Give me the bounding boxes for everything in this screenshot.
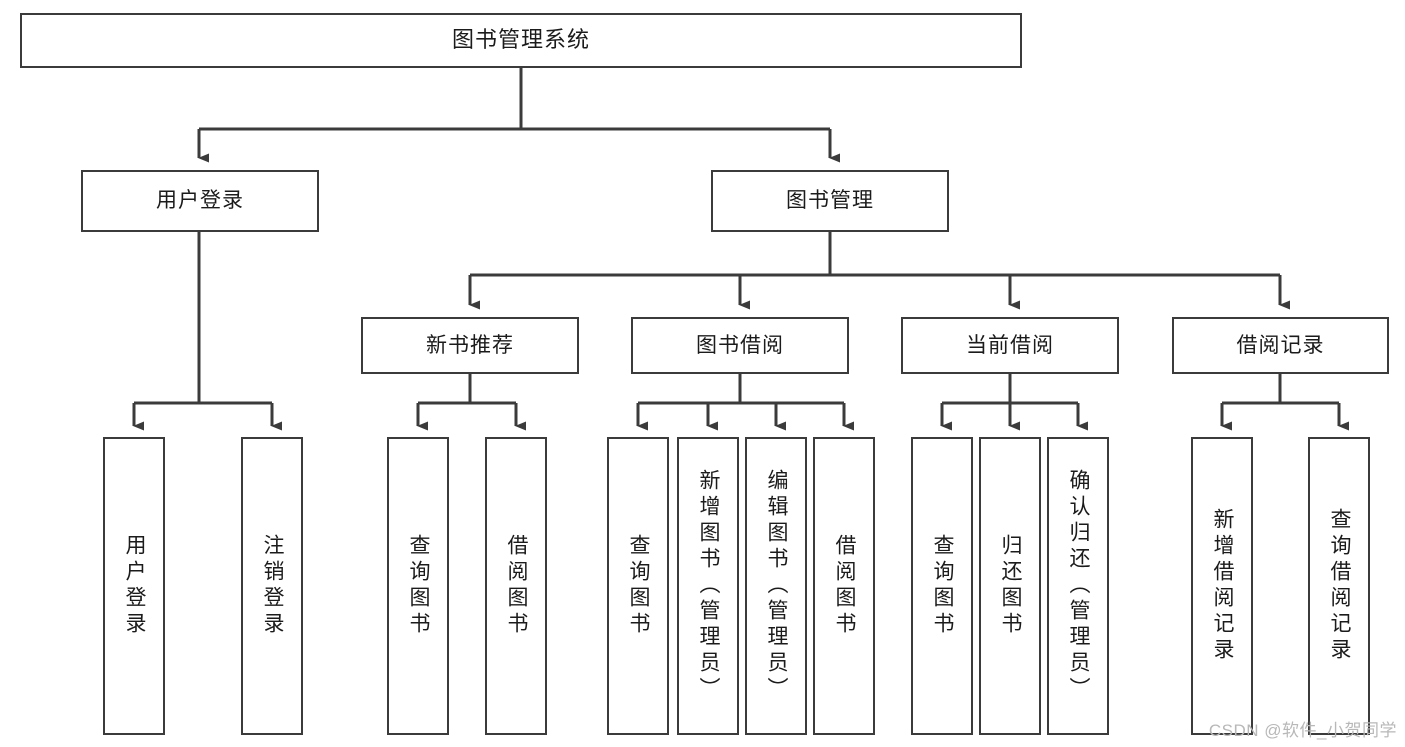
- leaf-label: 查询图书: [931, 534, 955, 638]
- leaf-label: 归还图书: [999, 534, 1023, 638]
- csdn-watermark: CSDN @软件_小贺同学: [1208, 721, 1397, 740]
- node-leaf-query-book-2[interactable]: 查询图书: [607, 437, 669, 735]
- node-book-management[interactable]: 图书管理: [711, 170, 949, 232]
- node-new-book-recommend[interactable]: 新书推荐: [361, 317, 579, 374]
- leaf-label: 新增图书（管理员）: [697, 469, 721, 703]
- node-leaf-borrow-book-2[interactable]: 借阅图书: [813, 437, 875, 735]
- node-leaf-confirm-return[interactable]: 确认归还（管理员）: [1047, 437, 1109, 735]
- node-book-borrow[interactable]: 图书借阅: [631, 317, 849, 374]
- node-user-login[interactable]: 用户登录: [81, 170, 319, 232]
- node-current-borrow[interactable]: 当前借阅: [901, 317, 1119, 374]
- leaf-label: 查询借阅记录: [1328, 508, 1352, 664]
- node-leaf-query-book-1[interactable]: 查询图书: [387, 437, 449, 735]
- leaf-label: 编辑图书（管理员）: [765, 469, 789, 703]
- node-leaf-add-book[interactable]: 新增图书（管理员）: [677, 437, 739, 735]
- leaf-label: 查询图书: [407, 534, 431, 638]
- node-leaf-query-book-3[interactable]: 查询图书: [911, 437, 973, 735]
- node-leaf-add-record[interactable]: 新增借阅记录: [1191, 437, 1253, 735]
- node-root-system[interactable]: 图书管理系统: [20, 13, 1022, 68]
- leaf-label: 确认归还（管理员）: [1067, 469, 1091, 703]
- node-leaf-logout-login[interactable]: 注销登录: [241, 437, 303, 735]
- node-borrow-record[interactable]: 借阅记录: [1172, 317, 1389, 374]
- node-leaf-user-login[interactable]: 用户登录: [103, 437, 165, 735]
- node-leaf-query-record[interactable]: 查询借阅记录: [1308, 437, 1370, 735]
- node-leaf-borrow-book-1[interactable]: 借阅图书: [485, 437, 547, 735]
- leaf-label: 新增借阅记录: [1211, 508, 1235, 664]
- leaf-label: 借阅图书: [833, 534, 857, 638]
- leaf-label: 用户登录: [123, 534, 147, 638]
- leaf-label: 查询图书: [627, 534, 651, 638]
- leaf-label: 借阅图书: [505, 534, 529, 638]
- leaf-label: 注销登录: [261, 534, 285, 638]
- node-leaf-edit-book[interactable]: 编辑图书（管理员）: [745, 437, 807, 735]
- node-leaf-return-book[interactable]: 归还图书: [979, 437, 1041, 735]
